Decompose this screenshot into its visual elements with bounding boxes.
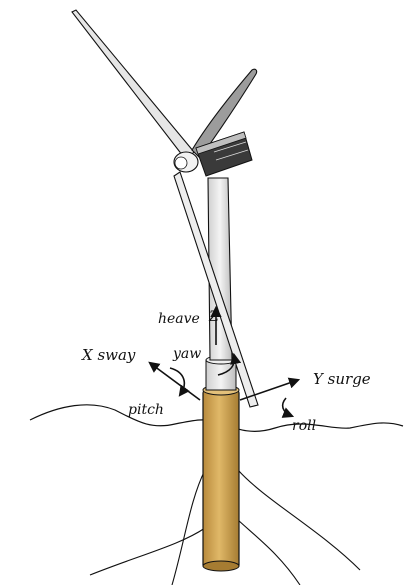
yaw-label: yaw [172,346,201,362]
roll-arrow [283,398,292,416]
spar-buoy [203,385,239,571]
rotor-hub-front [175,157,187,169]
roll-label: roll [292,418,316,434]
x-sway-arrow [150,363,200,400]
pitch-label: pitch [128,402,164,418]
y-surge-label: Y surge [313,370,371,388]
mooring-line-left-2 [172,470,205,585]
mooring-line-left [90,528,205,575]
z-axis-label: Z [208,309,219,325]
transition-piece [206,356,236,390]
blade-upper-left [72,10,194,160]
mooring-line-right-2 [238,470,360,570]
heave-label: heave [158,311,200,327]
pitch-arrow [170,368,184,395]
x-sway-label: X sway [81,346,136,364]
mooring-line-right [238,520,300,585]
